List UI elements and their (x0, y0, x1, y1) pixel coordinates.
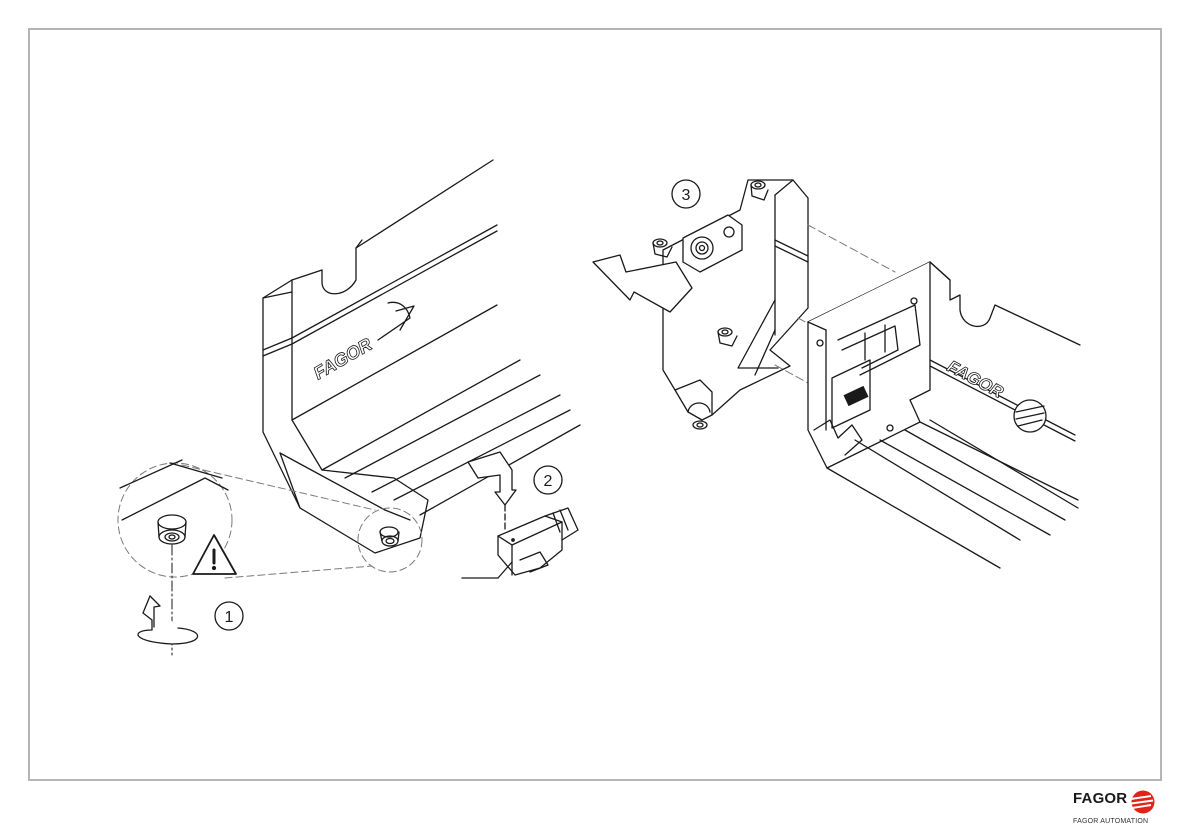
engraving-text-right: FAGOR (944, 357, 1007, 402)
fagor-engraving-left: FAGOR (310, 334, 375, 383)
footer-brand-name: FAGOR (1073, 790, 1127, 807)
scale-body-right (808, 262, 1080, 568)
footer-brand-subtitle: FAGOR AUTOMATION (1073, 818, 1148, 825)
step-marker-2: 2 (534, 466, 562, 494)
fagor-engraving-right: FAGOR (944, 357, 1007, 402)
mounting-bracket (462, 508, 578, 578)
rotation-arrow-icon (138, 596, 198, 644)
step-label-2: 2 (544, 473, 553, 490)
engraving-text-left: FAGOR (310, 334, 375, 383)
fagor-logo: FAGOR FAGOR AUTOMATION (1073, 790, 1163, 830)
step-label-1: 1 (225, 609, 234, 626)
alignment-line-1 (808, 225, 895, 272)
callout-line-bottom (225, 566, 372, 578)
step-label-3: 3 (682, 187, 691, 204)
step-marker-1: 1 (215, 602, 243, 630)
step-marker-3: 3 (672, 180, 700, 208)
insertion-arrow-icon (593, 255, 692, 312)
scale-body-left (263, 160, 580, 553)
fagor-logo-icon (1129, 790, 1157, 814)
down-arrow-icon (468, 452, 516, 530)
